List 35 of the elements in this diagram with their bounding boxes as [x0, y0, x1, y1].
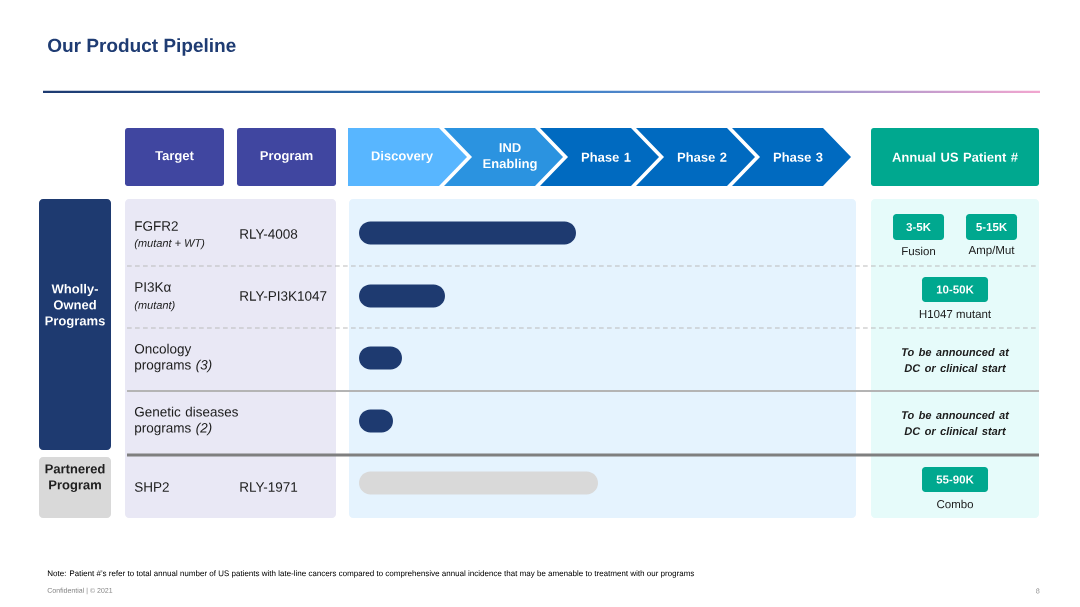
target-note: (mutant + WT) — [134, 238, 205, 250]
target-name: PI3Kα — [135, 282, 171, 292]
column-header: Annual US Patient # — [871, 128, 1039, 186]
node-label: Phase 2 — [677, 152, 727, 162]
patient-badge: 5-15K — [966, 214, 1017, 240]
node-label: Phase 3 — [773, 152, 823, 162]
badge-caption: H1047 mutant — [919, 309, 991, 319]
column-header: Target — [125, 128, 224, 186]
patient-badge: 3-5K — [893, 214, 944, 240]
group-label: Partnered Program — [39, 457, 111, 518]
stage-header: IND Enabling — [444, 128, 563, 186]
footnote: Note: Patient #’s refer to total annual number of US patients with late-line cancers compared to comprehensive annual incidence that may be amenable to treatment with our programs — [47, 570, 695, 578]
badge-caption: Fusion — [902, 246, 935, 256]
program-code: RLY-1971 — [240, 482, 298, 492]
group-label: Wholly- Owned Programs — [39, 199, 111, 450]
badge-caption: Amp/Mut — [968, 245, 1015, 257]
patient-badge: 55-90K — [922, 467, 988, 492]
stage-header: Discovery — [348, 128, 467, 186]
stage-header: Phase 1 — [540, 128, 659, 186]
status-note: To be announced at DC or clinical start — [901, 347, 1010, 373]
target-note: (mutant) — [134, 300, 175, 312]
stage-header: Phase 3 — [732, 128, 851, 186]
program-code: RLY-4008 — [240, 229, 298, 239]
stage-header: Phase 2 — [636, 128, 755, 186]
patient-badge: 10-50K — [922, 277, 988, 302]
node-label: Phase 1 — [581, 152, 631, 162]
target-name: SHP2 — [134, 482, 169, 492]
slide-title: Our Product Pipeline — [48, 38, 236, 56]
column-header: Program — [237, 128, 336, 186]
target-name: Genetic diseases programs (2) — [134, 406, 238, 436]
program-code: RLY-PI3K1047 — [240, 291, 327, 301]
badge-caption: Combo — [937, 499, 974, 509]
target-name: Oncology programs (3) — [134, 343, 212, 373]
target-name: FGFR2 — [135, 221, 178, 231]
status-note: To be announced at DC or clinical start — [901, 410, 1010, 436]
